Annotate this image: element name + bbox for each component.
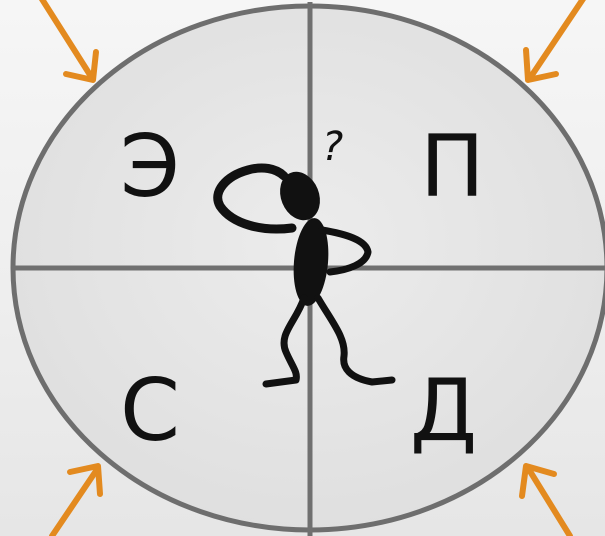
arrow-bottom-left (52, 466, 100, 536)
arrow-top-left (40, 0, 96, 80)
question-mark-icon: ? (322, 124, 343, 170)
quadrant-label-top-left: Э (120, 117, 180, 217)
quadrant-label-bottom-right: Д (410, 361, 477, 461)
quadrant-label-top-right: П (420, 117, 485, 217)
quadrant-label-bottom-left: С (120, 361, 180, 461)
arrow-bottom-right (522, 466, 570, 536)
arrow-top-right (526, 0, 585, 80)
